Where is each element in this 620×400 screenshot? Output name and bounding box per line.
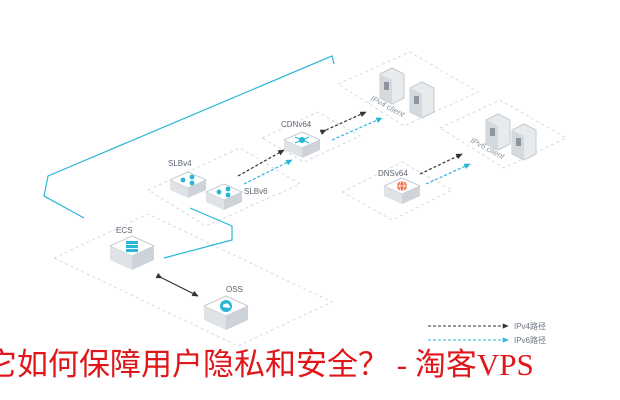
slb-cdn-ipv4-path bbox=[237, 149, 285, 177]
slbv6-label: SLBv6 bbox=[244, 187, 268, 196]
cloud-storage-icon bbox=[220, 300, 232, 312]
watermark-caption: 它如何保障用户隐私和安全？ - 淘客VPS bbox=[0, 347, 534, 382]
dns-label: DNSv64 bbox=[378, 169, 408, 178]
cdn-ipv6-path bbox=[331, 117, 383, 141]
dns-ipv6-client-ipv6-path bbox=[425, 163, 471, 185]
oss-node bbox=[203, 295, 249, 330]
cdn-label: CDNv64 bbox=[281, 120, 312, 129]
slbv4-label: SLBv4 bbox=[168, 159, 192, 168]
network-hub-icon bbox=[294, 136, 310, 144]
zone-ipv4-client bbox=[336, 51, 480, 127]
oss-label: OSS bbox=[226, 285, 243, 294]
slbv4-node bbox=[169, 171, 207, 198]
slbv6-node bbox=[205, 183, 243, 210]
zone-cdn bbox=[260, 111, 362, 163]
dns-node bbox=[383, 177, 421, 204]
ipv6-client-devices bbox=[485, 113, 537, 161]
client-device-icon bbox=[379, 67, 405, 105]
client-device-icon bbox=[409, 81, 435, 119]
ecs-oss-path bbox=[155, 272, 199, 297]
ipv4-client-devices bbox=[379, 67, 435, 119]
connections bbox=[43, 55, 471, 297]
cdn-ipv4-path bbox=[319, 111, 367, 135]
ipv6-path-main bbox=[43, 55, 335, 219]
ipv6-path-slb-ecs bbox=[163, 207, 233, 259]
legend: IPv4路径 IPv6路径 bbox=[428, 321, 546, 345]
ecs-label: ECS bbox=[116, 226, 132, 235]
load-balancer-icon bbox=[216, 186, 231, 198]
client-device-icon bbox=[511, 123, 537, 161]
load-balancer-icon bbox=[180, 174, 195, 186]
ecs-node bbox=[109, 235, 155, 270]
dns-ipv6-client-ipv4-path bbox=[419, 153, 463, 175]
zone-dns bbox=[340, 161, 454, 221]
zone-boundaries bbox=[52, 51, 568, 347]
server-stack-icon bbox=[126, 241, 138, 252]
zone-backend bbox=[52, 213, 334, 347]
client-device-icon bbox=[485, 113, 511, 151]
zone-slb bbox=[146, 147, 302, 227]
zone-ipv6-client bbox=[438, 99, 568, 169]
legend-ipv6-label: IPv6路径 bbox=[514, 335, 546, 345]
legend-ipv4-label: IPv4路径 bbox=[514, 321, 546, 331]
slb-cdn-ipv6-path bbox=[243, 159, 293, 185]
cdn-node bbox=[283, 131, 321, 158]
dns-globe-icon bbox=[397, 180, 407, 192]
